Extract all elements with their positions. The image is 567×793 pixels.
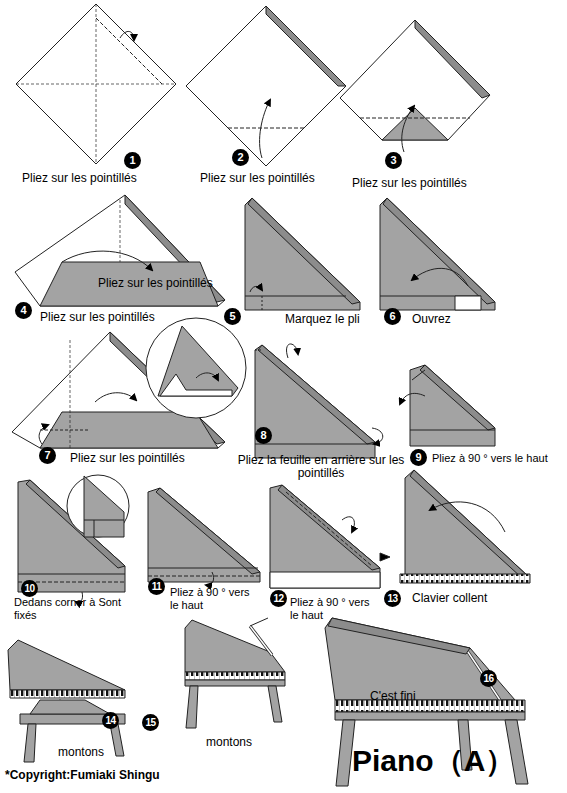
step-number-text: 11	[152, 581, 162, 592]
step-number-text: 10	[24, 583, 34, 594]
step-number: 9	[410, 449, 427, 466]
step-number-text: 1	[129, 154, 135, 166]
step-number-text: 2	[237, 151, 243, 163]
step-number: 7	[39, 447, 56, 464]
step-number: 10	[21, 580, 38, 597]
step-number: 12	[270, 590, 287, 607]
step-number-text: 6	[389, 310, 395, 322]
step-number: 2	[232, 149, 249, 166]
step-number-text: 16	[483, 673, 493, 684]
step-number-text: 15	[145, 717, 155, 728]
instruction-text: Pliez la feuille en arrière sur les poin…	[236, 454, 406, 480]
step-number-text: 3	[390, 154, 396, 166]
step-number: 14	[102, 712, 119, 729]
step-number: 6	[384, 308, 401, 325]
instruction-text: Pliez à 90 ° vers le haut	[290, 596, 380, 622]
instruction-text: Marquez le pli	[285, 313, 360, 326]
instruction-text: Pliez à 90 ° vers le haut	[432, 452, 548, 465]
instruction-text: Pliez sur les pointillés	[22, 172, 137, 185]
instruction-text: C'est fini	[370, 690, 416, 703]
title: Piano（A）	[352, 744, 515, 778]
step-number-text: 13	[387, 593, 397, 604]
instruction-text: Pliez sur les pointillés	[98, 277, 213, 290]
step-number: 1	[124, 152, 141, 169]
step-number: 4	[15, 302, 32, 319]
step-number-text: 4	[20, 304, 26, 316]
step-number-text: 14	[105, 715, 115, 726]
step-number: 15	[142, 714, 159, 731]
instruction-text: Pliez à 90 ° vers le haut	[170, 586, 260, 612]
instruction-text: Pliez sur les pointillés	[40, 311, 155, 324]
step-number-text: 7	[44, 449, 50, 461]
instruction-text: montons	[206, 736, 252, 749]
instruction-text: Dedans corner à Sont fixés	[14, 596, 124, 622]
step-number-text: 5	[229, 310, 235, 322]
step-number: 8	[255, 427, 272, 444]
step-number-text: 12	[273, 593, 283, 604]
step-number: 13	[384, 590, 401, 607]
step-number: 16	[480, 670, 497, 687]
step-number: 5	[224, 308, 241, 325]
instruction-text: Clavier collent	[412, 592, 487, 605]
step-number-text: 8	[260, 429, 266, 441]
instruction-text: Pliez sur les pointillés	[70, 452, 185, 465]
instruction-text: montons	[58, 746, 104, 759]
instruction-text: Pliez sur les pointillés	[200, 172, 315, 185]
instruction-text: Pliez sur les pointillés	[352, 177, 467, 190]
step-number-text: 9	[415, 451, 421, 463]
copyright-note: *Copyright:Fumiaki Shingu	[5, 769, 160, 782]
instruction-text: Ouvrez	[412, 313, 451, 326]
step-number: 11	[148, 578, 165, 595]
step-number: 3	[385, 152, 402, 169]
